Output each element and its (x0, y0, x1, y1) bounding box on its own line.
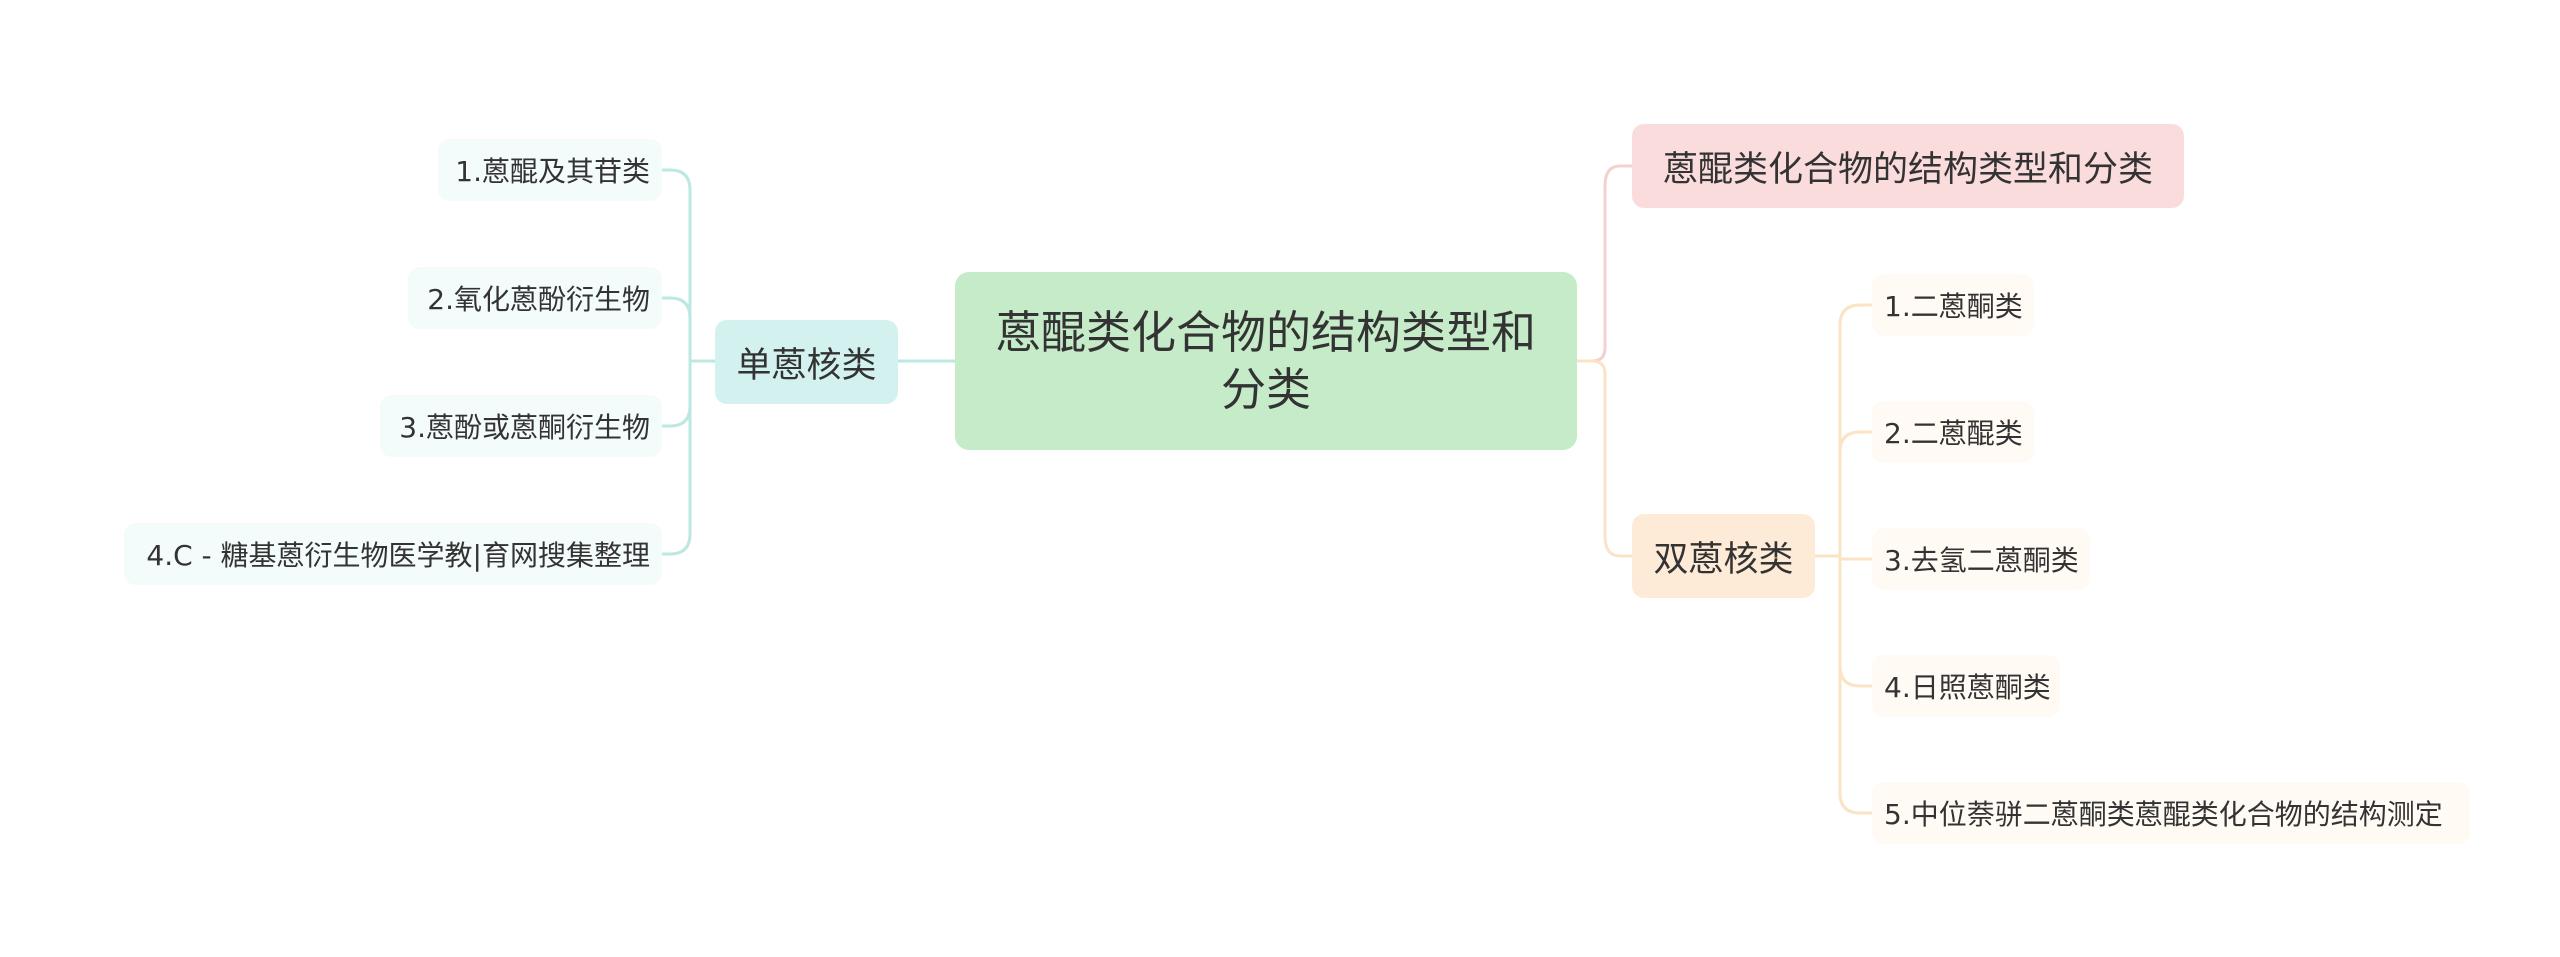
left-leaf-2-label: 2.氧化蒽酚衍生物 (427, 283, 650, 316)
left-leaf-3-label: 3.蒽酚或蒽酮衍生物 (399, 411, 650, 444)
branch-single-anthracene-label: 单蒽核类 (736, 345, 877, 386)
right-leaf-2[interactable]: 2.二蒽醌类 (1872, 401, 2034, 463)
connector-right-leaf-1 (1838, 303, 1872, 556)
connector-left-leaf-4 (662, 361, 692, 556)
branch-structure-types[interactable]: 蒽醌类化合物的结构类型和分类 (1632, 124, 2184, 208)
branch-structure-types-label: 蒽醌类化合物的结构类型和分类 (1662, 149, 2153, 190)
connector-root-right (1577, 359, 1632, 558)
left-leaf-4-label: 4.C - 糖基蒽衍生物医学教|育网搜集整理 (146, 539, 650, 572)
left-leaf-4[interactable]: 4.C - 糖基蒽衍生物医学教|育网搜集整理 (124, 523, 662, 585)
right-leaf-1[interactable]: 1.二蒽酮类 (1872, 274, 2034, 336)
branch-single-anthracene[interactable]: 单蒽核类 (715, 320, 898, 404)
connector-right-leaf-2 (1838, 430, 1872, 556)
root-topic[interactable]: 蒽醌类化合物的结构类型和分类 (955, 272, 1577, 450)
right-leaf-3[interactable]: 3.去氢二蒽酮类 (1872, 528, 2090, 590)
right-leaf-4-label: 4.日照蒽酮类 (1884, 671, 2051, 704)
right-leaf-2-label: 2.二蒽醌类 (1884, 417, 2023, 450)
connector-root-top (1577, 164, 1632, 363)
right-leaf-5[interactable]: 5.中位萘骈二蒽酮类蒽醌类化合物的结构测定 (1872, 782, 2470, 844)
left-leaf-3[interactable]: 3.蒽酚或蒽酮衍生物 (380, 395, 662, 457)
branch-double-anthracene-label: 双蒽核类 (1653, 539, 1794, 580)
right-leaf-4[interactable]: 4.日照蒽酮类 (1872, 655, 2060, 717)
left-leaf-2[interactable]: 2.氧化蒽酚衍生物 (408, 267, 662, 329)
connector-right-leaf-3 (1838, 556, 1872, 561)
connector-right-leaf-4 (1838, 556, 1872, 688)
left-leaf-1[interactable]: 1.蒽醌及其苷类 (438, 139, 662, 201)
connector-right-leaf-5 (1838, 556, 1872, 815)
right-leaf-1-label: 1.二蒽酮类 (1884, 290, 2023, 323)
root-topic-label: 蒽醌类化合物的结构类型和分类 (995, 306, 1536, 416)
right-leaf-3-label: 3.去氢二蒽酮类 (1884, 544, 2079, 577)
left-leaf-1-label: 1.蒽醌及其苷类 (455, 155, 650, 188)
right-leaf-5-label: 5.中位萘骈二蒽酮类蒽醌类化合物的结构测定 (1884, 798, 2443, 831)
branch-double-anthracene[interactable]: 双蒽核类 (1632, 514, 1815, 598)
connector-left-leaf-3 (662, 361, 692, 428)
connector-left-leaf-1 (662, 168, 692, 361)
connector-left-leaf-2 (662, 296, 692, 361)
